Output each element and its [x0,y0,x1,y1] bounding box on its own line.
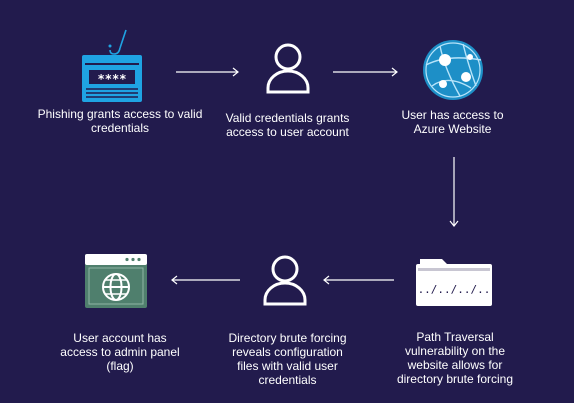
browser-globe-icon [85,254,147,308]
user-icon [263,255,307,306]
password-mask-text: **** [98,72,127,86]
azure-website-icon [423,40,483,100]
path-text: ../../../.. [418,283,491,296]
step-caption-path-traversal: Path Traversal vulnerability on the webs… [396,330,514,386]
arrow-left [171,275,240,285]
step-caption-phishing: Phishing grants access to valid credenti… [37,107,203,135]
user-icon [266,43,310,94]
step-caption-admin-panel: User account has access to admin panel (… [60,331,180,373]
step-caption-brute-force: Directory brute forcing reveals configur… [228,331,347,387]
arrow-right [333,67,398,77]
phishing-login-icon: **** [82,29,142,102]
folder-path-icon: ../../../.. [416,259,492,306]
step-caption-credentials: Valid credentials grants access to user … [225,111,350,139]
step-caption-azure: User has access to Azure Website [401,108,504,136]
arrow-right [176,67,239,77]
arrow-down [449,157,459,227]
arrow-left [323,275,394,285]
